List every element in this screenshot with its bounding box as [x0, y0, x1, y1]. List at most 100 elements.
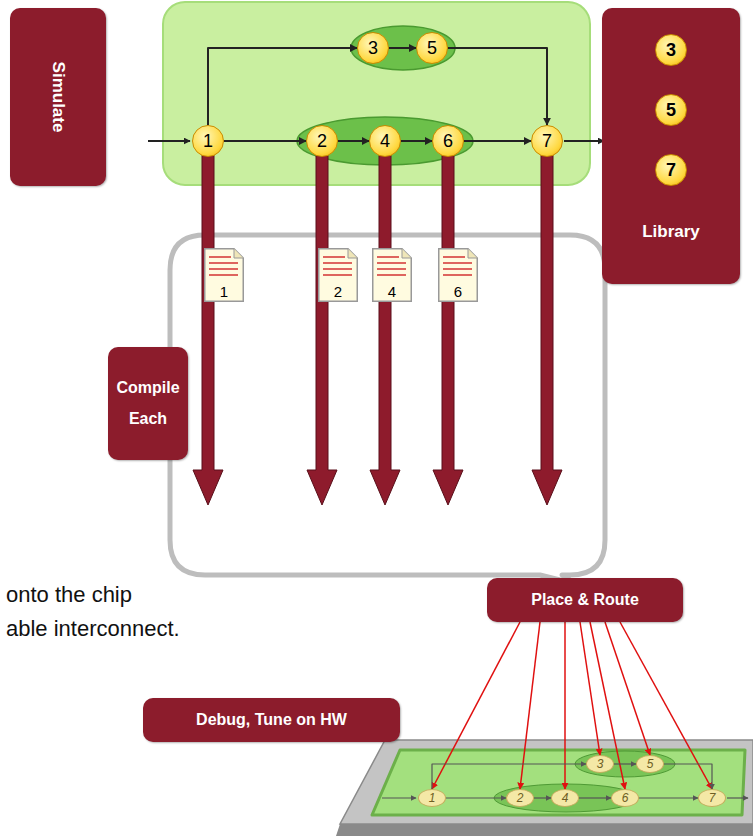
paper [319, 249, 358, 302]
node-text: 7 [709, 791, 716, 805]
node-text: 7 [542, 131, 552, 152]
flow-arrow [224, 140, 306, 142]
chip-flow-arrow [579, 797, 611, 798]
node-text: 6 [443, 131, 453, 152]
node-text: 1 [220, 283, 228, 300]
text-line [209, 274, 238, 276]
placed-block: 5 [636, 755, 664, 773]
node-text: 3 [666, 33, 676, 67]
paper [373, 249, 412, 302]
text-line [443, 274, 472, 276]
block-circle: 2 [306, 125, 338, 157]
node-text: 6 [622, 791, 629, 805]
design-region [163, 2, 590, 185]
text-line [209, 256, 231, 258]
block-circle: 3 [357, 32, 389, 64]
node-text: 5 [647, 757, 654, 771]
node-text: 5 [666, 93, 676, 127]
document-icon: 2 [318, 248, 358, 302]
flow-arrow [389, 47, 416, 49]
node-text: 3 [597, 757, 604, 771]
group-ellipse [494, 784, 638, 812]
node-text: 4 [388, 283, 396, 300]
text-line [443, 256, 465, 258]
text-line [323, 256, 345, 258]
library-circle: 3 [655, 34, 687, 66]
document-icon: 4 [372, 248, 412, 302]
library-circle: 7 [655, 154, 687, 186]
placement-line [580, 622, 600, 755]
text-line [209, 268, 238, 270]
compile-arrow [433, 150, 463, 505]
stage-box: Place & Route [487, 578, 683, 622]
library-circle: 5 [655, 94, 687, 126]
node-text: Debug, Tune on HW [196, 705, 347, 735]
block-circle: 7 [531, 125, 563, 157]
node-text: 6 [454, 283, 462, 300]
body-text: onto the chip [6, 582, 132, 608]
text-line [443, 268, 472, 270]
placed-block: 2 [506, 789, 534, 807]
input-arrow [148, 140, 190, 142]
block-circle: 4 [369, 125, 401, 157]
text-line [377, 268, 406, 270]
placed-block: 4 [551, 789, 579, 807]
body-text: able interconnect. [6, 616, 180, 642]
flow-arrow [401, 140, 432, 142]
library-box: Library 3 5 7 [602, 8, 740, 284]
chip-flow-arrow [664, 764, 712, 789]
flow-arrow [338, 140, 369, 142]
flow-arrow [208, 48, 357, 125]
compile-arrow [307, 150, 337, 505]
text-line [443, 262, 472, 264]
node-text: Library [642, 216, 700, 248]
compile-arrow [370, 150, 400, 505]
paper [439, 249, 478, 302]
node-text: Compile Each [116, 373, 180, 434]
text-line [323, 274, 352, 276]
output-arrow [727, 797, 748, 798]
text-line [323, 262, 352, 264]
chip-flow-arrow [534, 797, 551, 798]
block-circle: 5 [416, 32, 448, 64]
placed-block: 1 [418, 789, 446, 807]
text-line [209, 262, 238, 264]
flow-arrow [464, 140, 531, 142]
block-circle: 1 [192, 125, 224, 157]
node-text: 1 [203, 131, 213, 152]
document-icon: 1 [204, 248, 244, 302]
chip-top [340, 740, 753, 824]
paper-fold [468, 249, 477, 258]
paper [205, 249, 244, 302]
node-text: 2 [317, 131, 327, 152]
chip-region [372, 750, 745, 815]
node-text: 4 [562, 791, 569, 805]
stage-box: Simulate [10, 8, 106, 186]
node-text: 4 [380, 131, 390, 152]
compile-arrow [193, 150, 223, 505]
node-text: 7 [666, 153, 676, 187]
text-line [377, 274, 406, 276]
placed-block: 7 [698, 789, 726, 807]
text-line [377, 256, 399, 258]
paper-fold [348, 249, 357, 258]
chip-side [336, 824, 753, 836]
node-text: Place & Route [531, 585, 639, 615]
output-arrow [564, 140, 604, 142]
chip-flow-arrow [614, 763, 636, 764]
chip-flow-arrow [639, 797, 698, 798]
stage-box: Compile Each [108, 347, 188, 460]
placement-line [605, 622, 650, 755]
node-text: 5 [427, 38, 437, 59]
node-text: 1 [429, 791, 436, 805]
flow-arrow [448, 48, 547, 125]
node-text: 3 [368, 38, 378, 59]
group-ellipse [575, 751, 675, 777]
document-icon: 6 [438, 248, 478, 302]
compile-arrow [532, 150, 562, 505]
text-line [323, 268, 352, 270]
input-arrow [382, 797, 416, 798]
paper-fold [402, 249, 411, 258]
text-line [377, 262, 406, 264]
node-text: 2 [334, 283, 342, 300]
